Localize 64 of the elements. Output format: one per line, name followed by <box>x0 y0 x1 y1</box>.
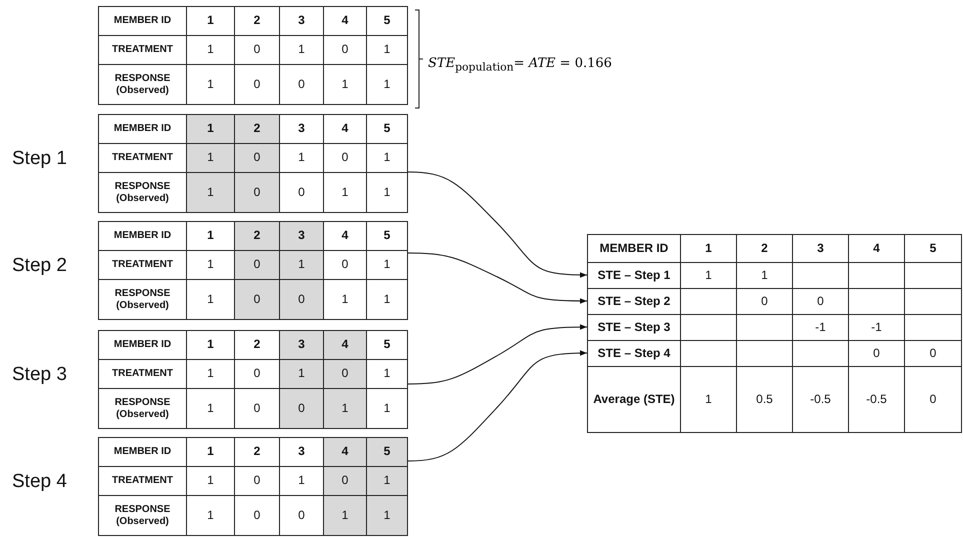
table-cell: RESPONSE (Observed) <box>98 279 187 320</box>
table-cell: Average (STE) <box>587 366 681 433</box>
table-cell: 1 <box>366 279 408 320</box>
arrow <box>408 172 588 278</box>
data-table <box>98 221 408 320</box>
table-cell: 0 <box>279 279 324 320</box>
table-row <box>587 288 962 315</box>
table-cell: 1 <box>323 495 367 536</box>
table-cell: RESPONSE (Observed) <box>98 388 187 429</box>
table-cell: MEMBER ID <box>98 6 187 36</box>
step-label: Step 2 <box>12 255 67 277</box>
table-cell: MEMBER ID <box>98 221 187 251</box>
table-cell: 1 <box>186 172 235 213</box>
arrow <box>408 324 588 384</box>
data-table <box>98 437 408 536</box>
table-cell: 0 <box>234 143 280 173</box>
step-label: Step 4 <box>12 471 67 493</box>
table-cell: 1 <box>279 250 324 280</box>
table-cell: 0 <box>234 250 280 280</box>
step-label: Step 3 <box>12 364 67 386</box>
table-cell: 0 <box>904 366 962 433</box>
table-cell: MEMBER ID <box>98 330 187 360</box>
table-cell: 1 <box>366 466 408 496</box>
table-row <box>587 234 962 263</box>
table-row <box>587 262 962 289</box>
table-cell: 2 <box>234 114 280 144</box>
table-cell: 4 <box>323 330 367 360</box>
table-cell: 5 <box>904 234 962 263</box>
table-row <box>587 340 962 367</box>
table-cell: 5 <box>366 114 408 144</box>
arrow <box>408 252 588 304</box>
data-table <box>98 330 408 429</box>
table-cell: 5 <box>366 437 408 467</box>
table-cell: MEMBER ID <box>587 234 681 263</box>
table-cell: 2 <box>234 221 280 251</box>
table-cell: 0 <box>279 388 324 429</box>
table-cell: RESPONSE (Observed) <box>98 495 187 536</box>
table-cell: 0 <box>234 279 280 320</box>
table-cell: 1 <box>323 388 367 429</box>
table-cell: 0 <box>323 359 367 389</box>
table-cell: 1 <box>366 388 408 429</box>
table-row <box>587 314 962 341</box>
table-cell: 1 <box>366 495 408 536</box>
table-cell: 0 <box>234 172 280 213</box>
table-cell: 3 <box>279 330 324 360</box>
table-cell: 1 <box>366 64 408 105</box>
table-cell: 1 <box>186 114 235 144</box>
table-cell: 5 <box>366 221 408 251</box>
table-cell: 5 <box>366 6 408 36</box>
table-cell: 1 <box>186 143 235 173</box>
table-cell: 1 <box>366 172 408 213</box>
data-table <box>98 114 408 213</box>
arrow <box>408 350 588 462</box>
table-cell: 0 <box>323 466 367 496</box>
formula-text: STE$_{population}$= ATE = 0.166 <box>428 56 612 74</box>
table-cell: 1 <box>279 359 324 389</box>
step-label: Step 1 <box>12 148 67 170</box>
table-cell: 4 <box>323 437 367 467</box>
table-row <box>587 366 962 433</box>
table-cell: 3 <box>279 221 324 251</box>
table-cell: 5 <box>366 330 408 360</box>
table-cell: RESPONSE (Observed) <box>98 64 187 105</box>
table-cell: MEMBER ID <box>98 437 187 467</box>
data-table <box>98 6 408 105</box>
